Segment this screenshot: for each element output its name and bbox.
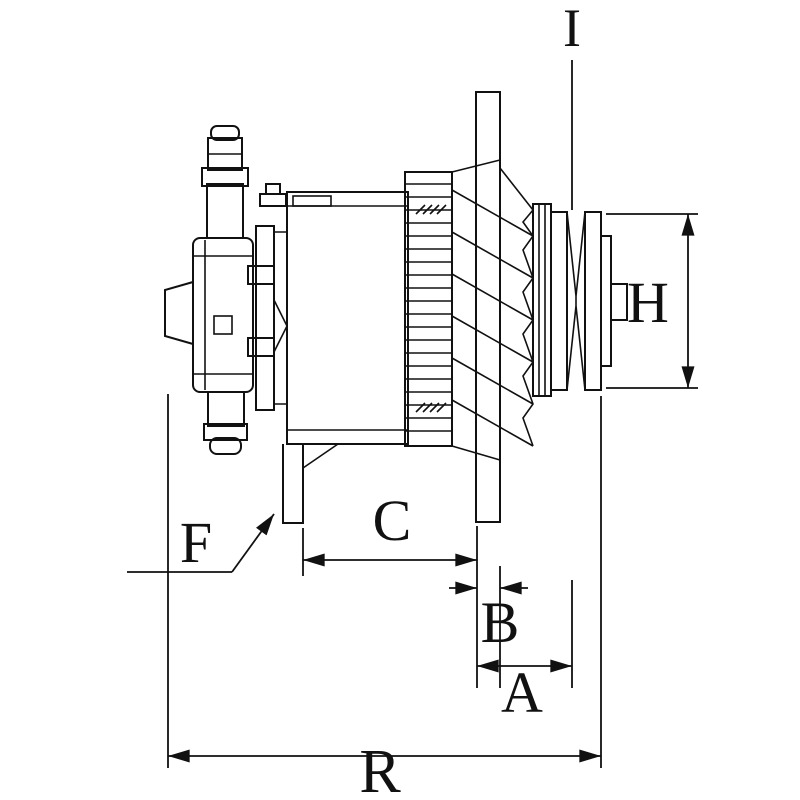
pulley-assembly [532,203,628,397]
dimension-label-i: I [563,0,581,58]
dimension-a: A [476,580,573,725]
callout-arrow-f [231,513,275,573]
dimension-i: I [563,0,581,210]
hatch-marks-bottom [415,402,447,413]
dimension-b: B [449,566,528,688]
dimension-label-h: H [627,270,669,335]
dimension-label-b: B [481,590,520,655]
hatch-marks-top [415,204,447,215]
dimension-label-c: C [373,488,412,553]
dimension-label-r: R [359,738,401,800]
callout-f: F [127,510,275,575]
mounting-foot [282,443,339,524]
vacuum-pump [164,125,254,455]
stator-ribs [404,171,453,447]
dimension-h: H [606,213,698,389]
dimension-r: R [167,394,602,800]
rear-bracket-plate [475,91,501,523]
dimension-c: C [302,488,478,688]
cooling-fan [451,159,534,461]
alternator-housing [286,191,409,445]
dimension-label-a: A [501,660,543,725]
dimension-label-f: F [180,510,212,575]
mounting-bracket [247,183,288,411]
